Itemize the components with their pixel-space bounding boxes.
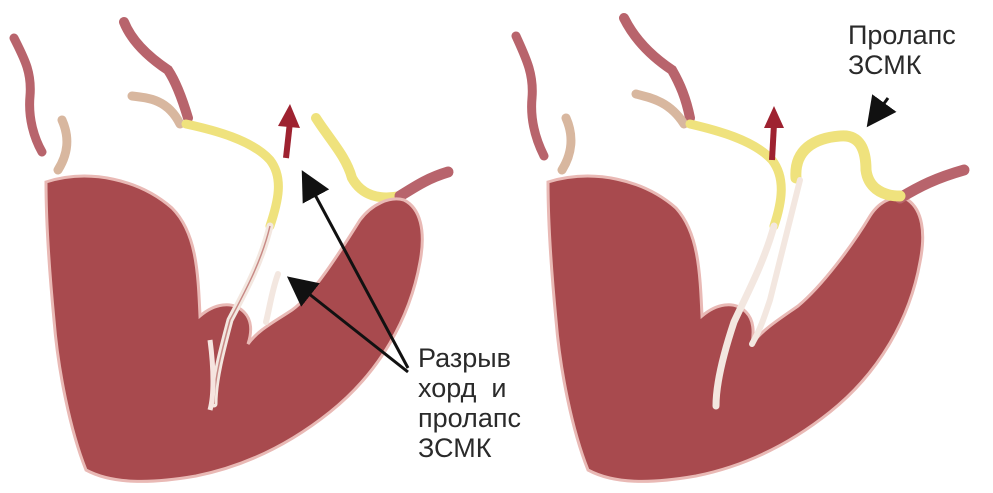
left-atrium-wall-right-edge xyxy=(400,172,448,196)
left-atrium-vessel-3 xyxy=(132,96,180,124)
pointer-to-prolapse xyxy=(872,98,888,120)
right-atrium-vessel-3 xyxy=(636,94,684,124)
prolapse-annotation-line-2: ЗСМК xyxy=(848,50,956,80)
rupture-annotation-line-1: Разрыв xyxy=(418,343,521,373)
left-atrium-vessel-4 xyxy=(58,120,67,170)
anterior-leaflet xyxy=(186,124,278,226)
prolapse-annotation: Пролапс ЗСМК xyxy=(848,20,956,80)
heart-right-panel xyxy=(516,18,964,481)
right-atrium-wall-edge xyxy=(900,170,964,198)
regurgitation-flow-arrowhead xyxy=(278,104,300,128)
rupture-annotation-line-3: пролапс xyxy=(418,403,521,433)
left-atrium-wall-right xyxy=(316,118,400,197)
rupture-annotation: Разрыв хорд и пролапс ЗСМК xyxy=(418,343,521,463)
regurgitation-flow-arrow xyxy=(286,122,290,158)
ruptured-chorda xyxy=(266,274,278,322)
right-atrium-vessel-1 xyxy=(516,36,544,156)
regurgitation-flow-arrowhead-right xyxy=(764,106,784,128)
rupture-annotation-line-4: ЗСМК xyxy=(418,433,521,463)
heart-left-panel xyxy=(14,22,448,481)
anterior-leaflet-right xyxy=(690,124,781,226)
left-atrium-vessel-1 xyxy=(14,38,42,152)
right-atrium-vessel-4 xyxy=(562,118,571,170)
rupture-annotation-line-2: хорд и xyxy=(418,373,521,403)
regurgitation-flow-arrow-right xyxy=(772,124,774,160)
prolapsed-posterior-leaflet xyxy=(796,136,900,196)
prolapse-annotation-line-1: Пролапс xyxy=(848,20,956,50)
left-ventricle-myocardium xyxy=(46,176,422,481)
